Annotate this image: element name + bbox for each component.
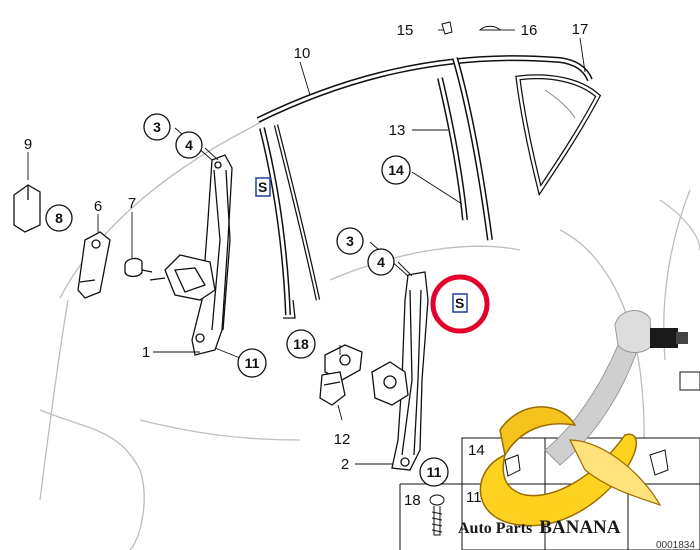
callout-14: 14 <box>381 155 411 185</box>
guide-rails <box>437 57 493 241</box>
lube-symbol-left: S <box>255 177 271 197</box>
callout-7: 7 <box>128 195 136 212</box>
svg-text:11: 11 <box>427 464 442 480</box>
svg-text:14: 14 <box>388 162 404 178</box>
control-arm-photo <box>544 310 688 466</box>
window-regulator-right <box>371 271 429 471</box>
callout-3b: 3 <box>336 227 364 255</box>
svg-text:18: 18 <box>293 336 309 352</box>
callout-4a: 4 <box>175 131 203 159</box>
callout-10: 10 <box>294 45 311 62</box>
callout-16: 16 <box>521 22 538 39</box>
diagram-code: 0001834 <box>656 540 695 550</box>
screw-18 <box>429 494 445 536</box>
callout-11b: 11 <box>419 457 449 487</box>
lube-symbol-right-highlighted: S <box>430 274 490 334</box>
svg-text:11: 11 <box>245 355 260 371</box>
svg-text:3: 3 <box>153 119 161 135</box>
svg-text:S: S <box>455 295 464 311</box>
callout-2: 2 <box>341 456 349 473</box>
banana-logo-icon <box>479 406 662 527</box>
inset-label-18: 18 <box>404 492 421 509</box>
callout-6: 6 <box>94 198 102 215</box>
inset-label-11: 11 <box>466 489 482 506</box>
quarter-glass-17 <box>515 74 602 197</box>
svg-text:4: 4 <box>185 137 193 153</box>
svg-text:8: 8 <box>55 210 63 226</box>
clip-16-icon <box>478 25 502 31</box>
callout-3a: 3 <box>143 113 171 141</box>
car-body-outline <box>39 99 700 550</box>
svg-text:S: S <box>258 179 267 195</box>
callout-17: 17 <box>572 21 589 38</box>
callout-1: 1 <box>142 344 150 361</box>
callout-8: 8 <box>45 204 73 232</box>
small-parts-left <box>13 184 153 299</box>
window-regulator-left <box>149 154 233 356</box>
window-seal-10 <box>256 55 593 319</box>
callout-4b: 4 <box>367 248 395 276</box>
callout-11a: 11 <box>237 348 267 378</box>
callout-9: 9 <box>24 136 32 153</box>
callout-13: 13 <box>389 122 406 139</box>
inset-label-14: 14 <box>468 442 485 459</box>
clip-15-icon <box>441 21 453 35</box>
logo-brand-text: Auto Parts BANANA <box>458 517 621 538</box>
svg-text:3: 3 <box>346 233 354 249</box>
window-motor <box>319 344 363 406</box>
callout-15: 15 <box>397 22 414 39</box>
callout-12: 12 <box>334 431 351 448</box>
callout-18: 18 <box>286 329 316 359</box>
svg-text:4: 4 <box>377 254 385 270</box>
